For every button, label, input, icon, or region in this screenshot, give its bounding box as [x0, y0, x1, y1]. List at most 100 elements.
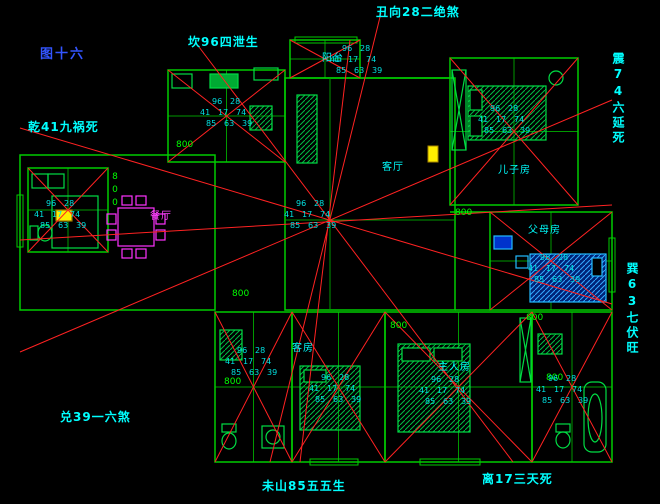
living-cabinet	[296, 94, 318, 164]
compass-number: 41	[34, 210, 45, 219]
compass-number: 96	[212, 97, 223, 106]
compass-number: 63	[308, 221, 319, 230]
room-son-room	[449, 57, 579, 206]
compass-number: 85	[40, 221, 51, 230]
compass-number: 39	[570, 275, 581, 284]
compass-number: 74	[572, 385, 583, 394]
room-label: 客厅	[382, 162, 404, 173]
compass-sector-label: 离17三天死	[482, 472, 553, 486]
room-label: 餐厅	[150, 211, 172, 222]
compass-number: 28	[508, 104, 519, 113]
compass-number: 85	[542, 396, 553, 405]
compass-number: 85	[336, 66, 347, 75]
windows	[16, 36, 616, 466]
compass-number: 96	[548, 374, 559, 383]
compass-number: 74	[564, 264, 575, 273]
compass-number: 28	[230, 97, 241, 106]
compass-number: 96	[296, 199, 307, 208]
compass-number: 39	[578, 396, 589, 405]
compass-number: 39	[372, 66, 383, 75]
dimension-label: 800	[455, 208, 473, 218]
compass-number: 85	[534, 275, 545, 284]
compass-number: 85	[425, 397, 436, 406]
compass-number: 39	[461, 397, 472, 406]
main-center-cross	[285, 78, 455, 310]
analysis-line	[19, 204, 613, 241]
compass-number: 17	[243, 357, 254, 366]
compass-number: 28	[255, 346, 266, 355]
compass-number: 74	[236, 108, 247, 117]
compass-number: 63	[58, 221, 69, 230]
compass-number: 41	[478, 115, 489, 124]
compass-number: 17	[327, 384, 338, 393]
compass-number: 41	[419, 386, 430, 395]
room-label: 儿子房	[498, 165, 531, 176]
dimension-label: 800	[110, 172, 120, 211]
compass-number: 39	[326, 221, 337, 230]
compass-number: 85	[484, 126, 495, 135]
compass-number: 17	[437, 386, 448, 395]
room-label: 客房	[292, 343, 314, 354]
compass-number: 28	[339, 373, 350, 382]
analysis-line	[299, 39, 351, 463]
compass-sector-label: 震74六延死	[611, 52, 625, 146]
room-label: 父母房	[528, 225, 561, 236]
compass-number: 28	[449, 375, 460, 384]
compass-number: 41	[200, 108, 211, 117]
dimension-label: 800	[546, 373, 564, 383]
compass-number: 96	[540, 253, 551, 262]
room-parents-room	[489, 211, 613, 311]
compass-number: 74	[514, 115, 525, 124]
compass-number: 63	[502, 126, 513, 135]
compass-number: 39	[520, 126, 531, 135]
analysis-line	[19, 99, 613, 353]
parents-room-furniture	[493, 235, 607, 303]
left-room-furniture	[29, 173, 99, 249]
compass-number: 28	[360, 44, 371, 53]
room-label: 主人房	[438, 362, 471, 373]
kitchen-appliances	[171, 67, 279, 131]
master-room-furniture	[397, 317, 532, 433]
compass-number: 41	[528, 264, 539, 273]
compass-sector-label: 未山85五五生	[262, 479, 346, 493]
dimension-label: 800	[176, 140, 194, 150]
compass-number: 85	[231, 368, 242, 377]
compass-number: 74	[455, 386, 466, 395]
compass-number: 41	[309, 384, 320, 393]
compass-number: 96	[237, 346, 248, 355]
compass-number: 41	[536, 385, 547, 394]
compass-number: 63	[249, 368, 260, 377]
dining-set	[106, 195, 166, 259]
compass-number: 85	[315, 395, 326, 404]
compass-number: 96	[46, 199, 57, 208]
compass-number: 17	[218, 108, 229, 117]
compass-number: 39	[267, 368, 278, 377]
son-room-furniture	[451, 69, 564, 151]
figure-title: 图十六	[40, 47, 86, 62]
compass-sector-label: 坎96四泄生	[188, 35, 259, 49]
compass-number: 74	[320, 210, 331, 219]
compass-number: 74	[345, 384, 356, 393]
analysis-line	[19, 127, 613, 305]
compass-number: 41	[284, 210, 295, 219]
room-label: 阳台	[322, 53, 344, 64]
compass-number: 63	[224, 119, 235, 128]
compass-number: 63	[560, 396, 571, 405]
corridor-walls	[360, 77, 490, 311]
door-marker	[427, 145, 439, 163]
compass-number: 17	[554, 385, 565, 394]
compass-number: 28	[64, 199, 75, 208]
compass-number: 28	[566, 374, 577, 383]
compass-number: 63	[552, 275, 563, 284]
dimension-label: 800	[224, 377, 242, 387]
compass-number: 17	[302, 210, 313, 219]
analysis-line	[269, 12, 382, 463]
compass-number: 96	[342, 44, 353, 53]
compass-number: 41	[225, 357, 236, 366]
dimension-label: 800	[390, 321, 408, 331]
compass-number: 17	[52, 210, 63, 219]
compass-number: 63	[333, 395, 344, 404]
dimension-label: 800	[526, 313, 544, 323]
